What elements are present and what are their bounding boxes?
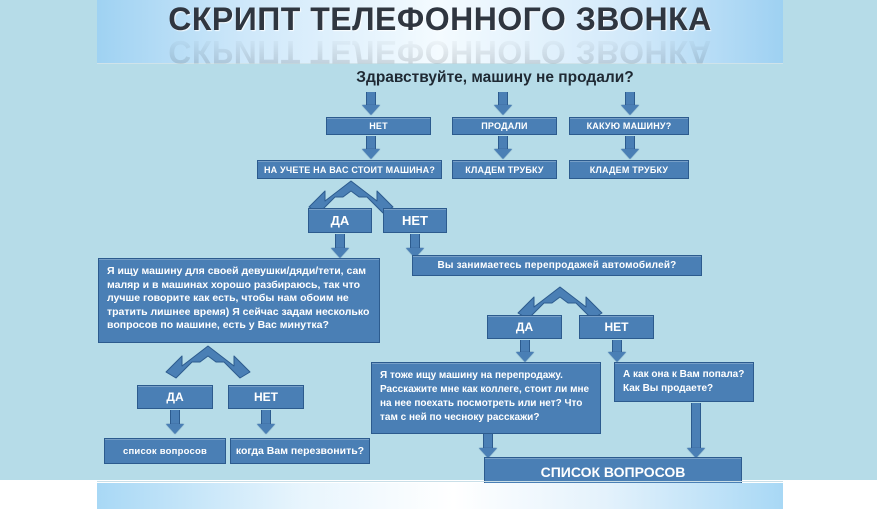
node-resale-yes[interactable]: ДА — [487, 315, 562, 339]
arrow-resale-no-to-how-got-it — [607, 340, 627, 364]
arrow-no-to-registered — [361, 136, 381, 160]
arrow-which-car-to-hangup — [620, 136, 640, 160]
node-resale-no[interactable]: НЕТ — [579, 315, 654, 339]
bottom-rule — [97, 481, 783, 482]
arrow-how-got-it-to-final-list — [686, 403, 706, 460]
fork-pitch — [160, 345, 256, 379]
arrow-resale-yes-to-colleague — [515, 340, 535, 364]
node-branch-which-car[interactable]: КАКУЮ МАШИНУ? — [569, 117, 689, 135]
node-hang-up-2[interactable]: КЛАДЕМ ТРУБКУ — [569, 160, 689, 179]
node-pitch-yes[interactable]: ДА — [137, 385, 213, 409]
node-branch-no[interactable]: НЕТ — [326, 117, 431, 135]
node-branch-sold[interactable]: ПРОДАЛИ — [452, 117, 557, 135]
arrow-pitch-no-to-callback — [256, 410, 276, 436]
node-pitch-no[interactable]: НЕТ — [228, 385, 304, 409]
arrow-root-to-no — [361, 92, 381, 116]
node-hang-up-1[interactable]: КЛАДЕМ ТРУБКУ — [452, 160, 557, 179]
arrow-reg-no-to-resale — [405, 234, 425, 260]
node-colleague-script[interactable]: Я тоже ищу машину на перепродажу. Расска… — [371, 362, 601, 434]
node-callback-question[interactable]: когда Вам перезвонить? — [230, 438, 370, 464]
arrow-pitch-yes-to-list — [165, 410, 185, 436]
node-registered-yes[interactable]: ДА — [308, 208, 372, 233]
page-title: СКРИПТ ТЕЛЕФОННОГО ЗВОНКА — [168, 1, 712, 37]
node-questions-list-small[interactable]: список вопросов — [104, 438, 226, 464]
node-pitch-script[interactable]: Я ищу машину для своей девушки/дяди/тети… — [98, 258, 380, 343]
node-resale-question[interactable]: Вы занимаетесь перепродажей автомобилей? — [412, 255, 702, 276]
title-band: СКРИПТ ТЕЛЕФОННОГО ЗВОНКА СКРИПТ ТЕЛЕФОН… — [97, 0, 783, 70]
node-root-question: Здравствуйте, машину не продали? — [356, 69, 634, 86]
bottom-gradient-strip — [97, 483, 783, 509]
arrow-reg-yes-to-pitch — [330, 234, 350, 260]
arrow-sold-to-hangup — [493, 136, 513, 160]
arrow-root-to-sold — [493, 92, 513, 116]
node-registered-no[interactable]: НЕТ — [383, 208, 447, 233]
node-registered-question[interactable]: НА УЧЕТЕ НА ВАС СТОИТ МАШИНА? — [257, 160, 442, 179]
node-how-got-it-script[interactable]: А как она к Вам попала? Как Вы продаете? — [614, 362, 754, 402]
arrow-colleague-to-final-list — [478, 434, 498, 460]
arrow-root-to-which-car — [620, 92, 640, 116]
